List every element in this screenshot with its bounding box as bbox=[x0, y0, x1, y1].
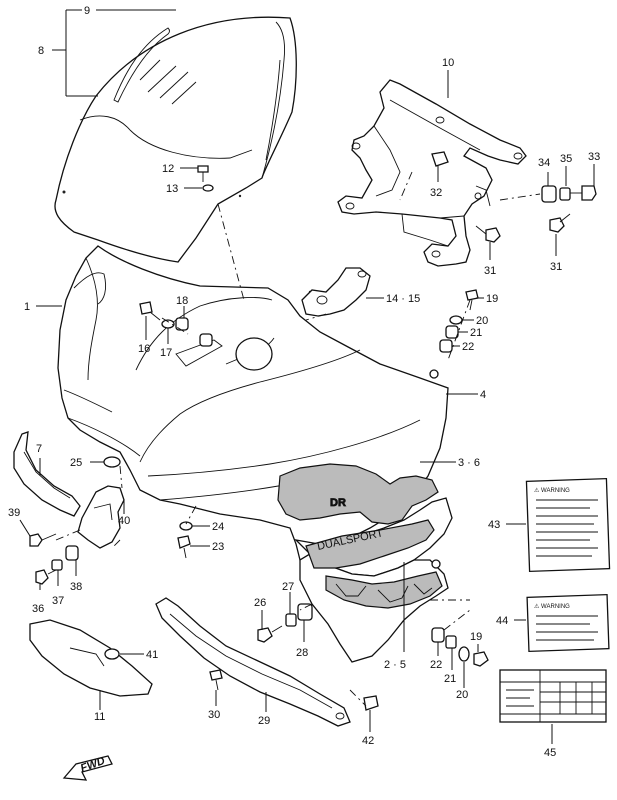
callout-17: 17 bbox=[160, 347, 172, 359]
plug-41 bbox=[104, 648, 120, 660]
callout-4: 4 bbox=[480, 389, 486, 401]
lower-strip-29 bbox=[155, 597, 351, 727]
screw-39 bbox=[29, 533, 57, 547]
grommet-near-cowl bbox=[199, 333, 213, 347]
nut-42 bbox=[363, 695, 379, 711]
callout-41: 41 bbox=[146, 649, 158, 661]
callout-42: 42 bbox=[362, 735, 374, 747]
collar-21-upper bbox=[445, 325, 459, 339]
lower-side-panel bbox=[294, 497, 453, 663]
callout-24: 24 bbox=[212, 521, 224, 533]
callout-34: 34 bbox=[538, 157, 550, 169]
callout-25: 25 bbox=[70, 457, 82, 469]
grommet-22-lower bbox=[431, 627, 445, 643]
callout-31b: 31 bbox=[550, 261, 562, 273]
callout-labels: 9 8 10 12 13 34 35 33 32 31 31 1 18 16 1… bbox=[8, 5, 600, 759]
washer-13 bbox=[202, 184, 214, 192]
callout-11: 11 bbox=[94, 711, 105, 723]
bracket-40 bbox=[77, 485, 125, 549]
bolt-31-left bbox=[475, 225, 501, 243]
callout-14-15: 14 · 15 bbox=[386, 293, 420, 305]
callout-20-lower: 20 bbox=[456, 689, 468, 701]
fwd-label: FWD bbox=[79, 755, 107, 775]
callout-1: 1 bbox=[24, 301, 30, 313]
collar-27 bbox=[285, 613, 297, 627]
callout-43: 43 bbox=[488, 519, 500, 531]
callout-9: 9 bbox=[84, 5, 90, 17]
grommet-22-upper bbox=[439, 339, 453, 353]
callout-19-upper: 19 bbox=[486, 293, 498, 305]
callout-40: 40 bbox=[118, 515, 130, 527]
callout-22-upper: 22 bbox=[462, 341, 474, 353]
label43-heading: ⚠ WARNING bbox=[534, 487, 570, 494]
leader-lines bbox=[19, 9, 595, 744]
grommet-38 bbox=[65, 545, 79, 561]
bolt-19-lower bbox=[473, 651, 489, 667]
callout-20-upper: 20 bbox=[476, 315, 488, 327]
callout-21-upper: 21 bbox=[470, 327, 482, 339]
bolt-26 bbox=[257, 625, 283, 643]
washer-20-lower bbox=[458, 646, 470, 662]
bolt-31-right bbox=[549, 213, 571, 233]
label44-heading: ⚠ WARNING bbox=[534, 603, 570, 610]
grommet-28 bbox=[297, 603, 313, 621]
callout-16: 16 bbox=[138, 343, 150, 355]
callout-22-lower: 22 bbox=[430, 659, 442, 671]
callout-28: 28 bbox=[296, 647, 308, 659]
callout-19-lower: 19 bbox=[470, 631, 482, 643]
screw-12 bbox=[197, 165, 209, 182]
callout-37: 37 bbox=[52, 595, 64, 607]
cowling-brace-bracket bbox=[337, 79, 527, 267]
warning-label-44: ⚠ WARNING bbox=[526, 593, 610, 653]
callout-3-6: 3 · 6 bbox=[458, 457, 480, 469]
collar-35 bbox=[559, 187, 571, 201]
screw-16 bbox=[139, 301, 161, 321]
screw-30 bbox=[209, 669, 223, 691]
callout-36: 36 bbox=[32, 603, 44, 615]
callout-29: 29 bbox=[258, 715, 270, 727]
decal-dr-text: DR bbox=[330, 497, 346, 509]
callout-39: 39 bbox=[8, 507, 20, 519]
callout-35: 35 bbox=[560, 153, 572, 165]
bolt-36 bbox=[35, 569, 57, 585]
installation-lines bbox=[55, 171, 541, 707]
collar-37 bbox=[51, 559, 63, 571]
callout-2-5: 2 · 5 bbox=[384, 659, 406, 671]
callout-26: 26 bbox=[254, 597, 266, 609]
callout-8: 8 bbox=[38, 45, 44, 57]
warning-label-43: ⚠ WARNING bbox=[525, 477, 611, 573]
info-label-45 bbox=[499, 669, 607, 723]
callout-27: 27 bbox=[282, 581, 294, 593]
callout-7: 7 bbox=[36, 443, 42, 455]
washer-20-upper bbox=[449, 315, 463, 325]
callout-33: 33 bbox=[588, 151, 600, 163]
callout-31a: 31 bbox=[484, 265, 496, 277]
callout-10: 10 bbox=[442, 57, 454, 69]
callout-30: 30 bbox=[208, 709, 220, 721]
bracket-14-15 bbox=[301, 267, 371, 317]
screw-23 bbox=[177, 535, 191, 559]
lower-cowl-11 bbox=[29, 619, 153, 697]
collar-21-lower bbox=[445, 635, 457, 649]
callout-12: 12 bbox=[162, 163, 174, 175]
callout-45: 45 bbox=[544, 747, 556, 759]
callout-38: 38 bbox=[70, 581, 82, 593]
callout-23: 23 bbox=[212, 541, 224, 553]
callout-13: 13 bbox=[166, 183, 178, 195]
callout-32: 32 bbox=[430, 187, 442, 199]
windscreen bbox=[54, 16, 297, 263]
callout-44: 44 bbox=[496, 615, 508, 627]
grommet-32 bbox=[431, 151, 449, 167]
callout-18: 18 bbox=[176, 295, 188, 307]
fwd-arrow-icon: FWD bbox=[62, 755, 113, 781]
clip-25 bbox=[103, 456, 121, 468]
cushion-34 bbox=[541, 185, 557, 203]
callout-21-lower: 21 bbox=[444, 673, 456, 685]
side-trim-7 bbox=[13, 431, 81, 517]
bolt-33 bbox=[570, 185, 597, 201]
